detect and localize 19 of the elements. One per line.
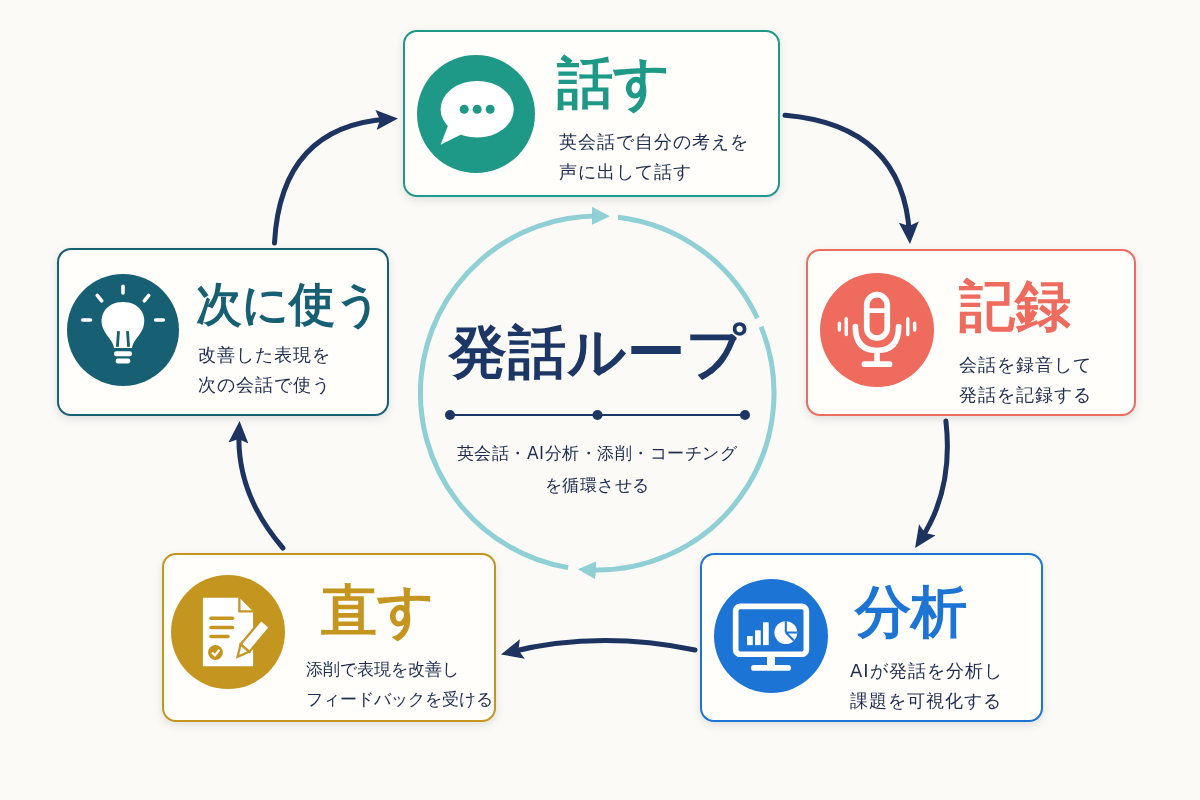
curved-arrow <box>915 418 950 549</box>
step-card <box>403 30 780 197</box>
step-description: 会話を録音して発話を記録する <box>959 353 1092 407</box>
loop-description: 英会話・AI分析・添削・コーチングを循環させる <box>456 442 738 497</box>
step-title: 分析 <box>855 584 967 640</box>
step-description: 添削で表現を改善しフィードバックを受ける <box>306 659 493 711</box>
step-card <box>700 553 1043 722</box>
loop-title: 発話ループ <box>448 323 746 381</box>
step-title: 記録 <box>959 278 1071 334</box>
step-card <box>806 249 1136 416</box>
step-card <box>57 248 389 416</box>
step-description: 英会話で自分の考えを声に出して話す <box>559 130 749 184</box>
curved-arrow <box>782 112 919 244</box>
curved-arrow <box>228 421 286 551</box>
step-description: 改善した表現を次の会話で使う <box>198 343 331 397</box>
step-description: AIが発話を分析し課題を可視化する <box>850 659 1003 713</box>
step-card <box>162 553 496 722</box>
curved-arrow <box>500 638 698 660</box>
curved-arrow <box>272 110 398 246</box>
